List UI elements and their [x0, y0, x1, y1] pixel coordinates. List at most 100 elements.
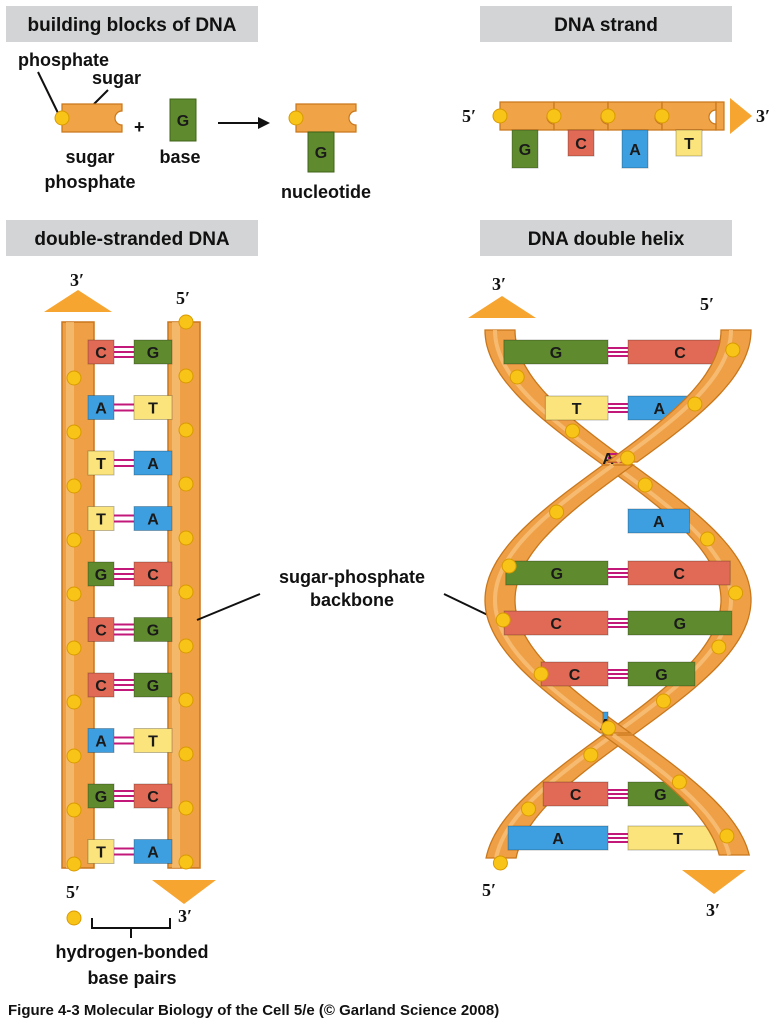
- right-backbone-highlight: [172, 322, 180, 868]
- helix-phosphate: [600, 720, 616, 736]
- ladder-base-C: [133, 783, 173, 809]
- left-phosphate: [66, 856, 82, 872]
- ladder-base-T: [133, 728, 173, 753]
- helix-phosphate: [637, 477, 653, 493]
- strand-phosphate: [546, 108, 562, 124]
- left-phosphate: [66, 424, 82, 440]
- ladder-base-letter: T: [148, 401, 158, 418]
- helix-phosphate: [728, 585, 744, 601]
- ladder-base-letter: T: [96, 456, 106, 473]
- nucleotide-label: nucleotide: [281, 182, 371, 202]
- left-phosphate: [66, 910, 82, 926]
- ladder-base-letter: A: [147, 456, 159, 473]
- strand-base-C: [567, 129, 595, 157]
- nucleotide-base: [307, 131, 335, 173]
- strand-sugar: [607, 101, 663, 131]
- backbone-leader-right: [443, 593, 495, 619]
- ladder-base-A: [87, 395, 115, 420]
- helix-phosphate: [521, 801, 536, 817]
- building-blocks-header: building blocks of DNA: [28, 15, 237, 36]
- helix-base-G: [505, 560, 609, 586]
- ladder-bottom-arrow: [152, 880, 216, 904]
- ladder-base-letter: A: [147, 512, 159, 529]
- right-phosphate: [178, 746, 194, 762]
- helix-base-letter: C: [674, 345, 686, 362]
- left-phosphate: [66, 640, 82, 656]
- helix-base-letter: T: [673, 831, 683, 848]
- helix-strand-b: [484, 329, 752, 859]
- helix-base-T: [627, 825, 729, 851]
- ladder-base-letter: C: [95, 345, 107, 362]
- ladder-right-top-label: 5′: [176, 288, 190, 308]
- helix-phosphate: [565, 423, 580, 439]
- right-phosphate: [178, 368, 194, 384]
- helix-base-G: [627, 610, 733, 636]
- helix-phosphate: [492, 855, 508, 871]
- nucleotide-letter: G: [315, 145, 327, 162]
- ladder-base-letter: G: [95, 789, 107, 806]
- helix-phosphate: [687, 396, 703, 412]
- helix-top-left-label: 3′: [492, 274, 506, 294]
- helix-bottom-arrow: [682, 870, 746, 894]
- ladder-base-letter: G: [147, 345, 159, 362]
- helix-strand-a-front-top: [605, 329, 752, 463]
- backbone-label-line1: sugar-phosphate: [279, 567, 425, 587]
- building-blocks-header-bg: [6, 6, 258, 42]
- helix-base-C: [542, 781, 609, 807]
- strand-direction-arrow: [730, 98, 752, 134]
- ladder-base-letter: G: [147, 678, 159, 695]
- dna-strand-header: DNA strand: [554, 15, 658, 36]
- ladder-base-C: [87, 617, 115, 642]
- helix-phosphate: [725, 342, 741, 358]
- base-label: base: [159, 147, 200, 167]
- helix-base-C: [627, 560, 731, 586]
- helix-strand-a-front-bottom: [601, 734, 751, 856]
- strand-base-letter: G: [519, 142, 531, 159]
- helix-base-letter: A: [653, 514, 665, 531]
- helix-base-letter: C: [570, 787, 582, 804]
- ladder-base-letter: C: [147, 789, 159, 806]
- helix-base-C: [503, 610, 609, 636]
- base-letter: G: [177, 113, 189, 130]
- double-helix-header-bg: [480, 220, 732, 256]
- double-stranded-header: double-stranded DNA: [34, 229, 230, 250]
- figure-caption: Figure 4-3 Molecular Biology of the Cell…: [8, 1002, 499, 1019]
- helix-base-letter: C: [673, 566, 685, 583]
- double-helix-header: DNA double helix: [528, 229, 685, 250]
- left-phosphate: [66, 532, 82, 548]
- ladder-base-letter: T: [96, 845, 106, 862]
- sugar-label: sugar: [92, 68, 141, 88]
- phosphate-leader-line: [37, 71, 59, 114]
- helix-phosphate: [495, 612, 511, 628]
- helix-phosphate: [671, 774, 687, 790]
- helix-base-G: [627, 661, 696, 687]
- ladder-left-top-label: 3′: [70, 270, 84, 290]
- helix-phosphate: [549, 504, 565, 520]
- plus-sign: +: [134, 117, 145, 137]
- ladder-base-letter: C: [147, 567, 159, 584]
- nucleotide-sugar: [295, 103, 357, 133]
- ladder-base-A: [87, 728, 115, 753]
- left-phosphate: [66, 748, 82, 764]
- strand-phosphate: [492, 108, 508, 124]
- helix-base-A: [507, 825, 609, 851]
- hbond-label-line1: hydrogen-bonded: [56, 942, 209, 962]
- helix-phosphate: [719, 828, 735, 844]
- helix-bottom-left-label: 5′: [482, 880, 496, 900]
- ladder-base-C: [87, 339, 115, 365]
- sugar-leader-line: [93, 89, 109, 105]
- strand-base-T: [675, 129, 703, 157]
- ladder-base-letter: C: [95, 623, 107, 640]
- strand-base-A: [621, 129, 649, 169]
- helix-base-A: [627, 508, 691, 534]
- ladder-left-bottom-label: 5′: [66, 882, 80, 902]
- double-helix: GCTAATAGCCGCGACGAT 3′ 5′ 5′ 3′: [468, 274, 752, 920]
- ladder-right-bottom-label: 3′: [178, 906, 192, 926]
- helix-phosphate: [700, 531, 715, 547]
- base-g-block: [169, 98, 197, 142]
- right-phosphate: [178, 476, 194, 492]
- ladder-base-G: [87, 561, 115, 587]
- strand-sugar: [661, 101, 717, 131]
- backbone-label-line2: backbone: [310, 590, 394, 610]
